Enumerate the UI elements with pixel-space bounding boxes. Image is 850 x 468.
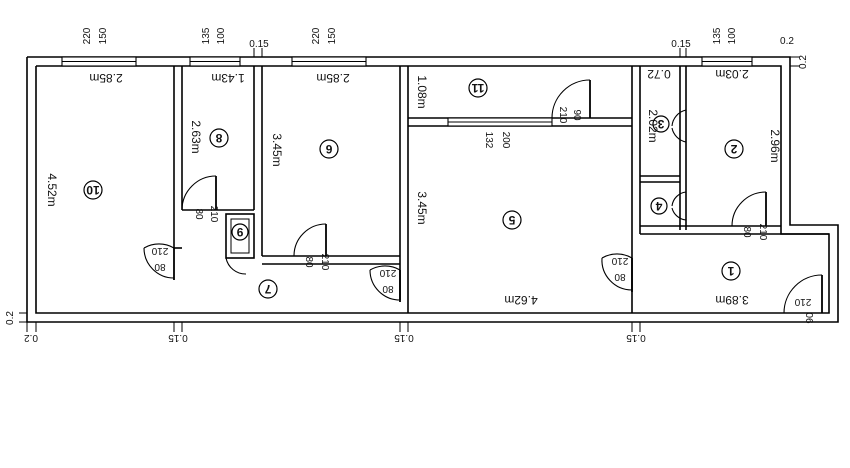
dim-r10-height: 4.52m	[45, 173, 59, 206]
svg-text:8: 8	[215, 131, 222, 145]
svg-text:210: 210	[611, 255, 628, 266]
doors	[143, 79, 823, 314]
svg-text:132: 132	[483, 132, 494, 149]
svg-text:4: 4	[655, 199, 662, 213]
svg-text:80: 80	[193, 208, 204, 220]
wall-015-bottom-b: 0.15	[394, 332, 414, 343]
dim-r2-height: 2.96m	[768, 129, 782, 162]
room-5-label: 5	[502, 210, 522, 230]
wall-02-bottom-left-b: 0.2	[24, 332, 38, 343]
svg-text:150: 150	[98, 27, 109, 44]
dim-r5-height: 3.45m	[415, 191, 429, 224]
room-10-label: 10	[83, 180, 103, 200]
svg-text:10: 10	[86, 183, 100, 197]
svg-text:220: 220	[311, 27, 322, 44]
svg-text:80: 80	[382, 283, 394, 294]
room-3-label: 3	[652, 115, 670, 133]
svg-text:90: 90	[571, 109, 582, 121]
door-sizes: 210 90 210 80 210 80 210 80 210 80 210 8…	[151, 107, 816, 324]
svg-text:2: 2	[730, 142, 737, 156]
svg-text:80: 80	[614, 271, 626, 282]
room-6-label: 6	[319, 139, 339, 159]
svg-text:80: 80	[303, 256, 314, 268]
dim-r11-height: 1.08m	[415, 75, 429, 108]
wall-015-bottom-a: 0.15	[168, 332, 188, 343]
dim-r10-width: 2.85m	[89, 71, 122, 85]
outer-walls	[26, 56, 839, 323]
dim-r2-width: 2.03m	[715, 67, 748, 81]
svg-text:90: 90	[805, 312, 816, 324]
room-4-label: 4	[650, 197, 668, 215]
room-1-label: 1	[721, 261, 741, 281]
interior-walls	[173, 66, 829, 313]
svg-text:210: 210	[557, 107, 568, 124]
svg-text:100: 100	[727, 27, 738, 44]
svg-text:200: 200	[500, 132, 511, 149]
wall-02-bottom-left-a: 0.2	[5, 311, 16, 325]
svg-text:135: 135	[712, 27, 723, 44]
dim-r6-height: 3.45m	[270, 133, 284, 166]
window-sizes: 220 150 135 100 220 150 135 100 132 200	[82, 27, 738, 149]
dim-r6-width: 2.85m	[316, 71, 349, 85]
svg-text:210: 210	[151, 245, 168, 256]
dim-r8-height: 2.63m	[189, 120, 203, 153]
wall-02-top-right-b: 0.2	[798, 55, 809, 69]
svg-text:135: 135	[201, 27, 212, 44]
svg-text:210: 210	[794, 296, 811, 307]
room-9-label: 9	[231, 223, 249, 241]
svg-text:100: 100	[216, 27, 227, 44]
svg-text:210: 210	[379, 267, 396, 278]
wall-015-bottom-c: 0.15	[626, 332, 646, 343]
svg-text:210: 210	[319, 254, 330, 271]
svg-text:11: 11	[471, 81, 484, 95]
room-2-label: 2	[724, 139, 744, 159]
svg-text:1: 1	[727, 264, 734, 278]
svg-text:7: 7	[264, 282, 271, 296]
room-11-label: 11	[468, 78, 488, 98]
dim-r8-width: 1.43m	[211, 71, 244, 85]
wall-thickness-labels: 0.15 0.15 0.2 0.2 0.2 0.2 0.15 0.15 0.15	[5, 36, 809, 343]
dim-r3-width: 0.72	[647, 67, 671, 81]
dim-r1-width: 3.89m	[715, 293, 748, 307]
room-dimensions: 2.85m 4.52m 1.43m 2.63m 2.85m 3.45m 3.45…	[45, 67, 782, 307]
wall-ticks	[19, 48, 800, 332]
wall-02-top-right-a: 0.2	[780, 36, 794, 47]
svg-text:5: 5	[508, 213, 515, 227]
svg-text:210: 210	[208, 206, 219, 223]
svg-text:210: 210	[757, 224, 768, 241]
svg-text:9: 9	[236, 225, 243, 239]
svg-text:150: 150	[327, 27, 338, 44]
windows	[61, 56, 753, 127]
room-8-label: 8	[209, 128, 229, 148]
wall-015-top-right: 0.15	[671, 39, 691, 50]
room-7-label: 7	[258, 279, 278, 299]
svg-text:80: 80	[154, 261, 166, 272]
room-labels: 10 8 6 9 7 11 5 3	[83, 78, 744, 299]
dim-r5-width: 4.62m	[504, 293, 537, 307]
dim-r3-height: 2.02m	[646, 109, 660, 142]
svg-text:6: 6	[325, 142, 332, 156]
svg-text:3: 3	[657, 117, 664, 131]
svg-text:220: 220	[82, 27, 93, 44]
wall-015-top-left: 0.15	[249, 39, 269, 50]
svg-text:80: 80	[741, 226, 752, 238]
